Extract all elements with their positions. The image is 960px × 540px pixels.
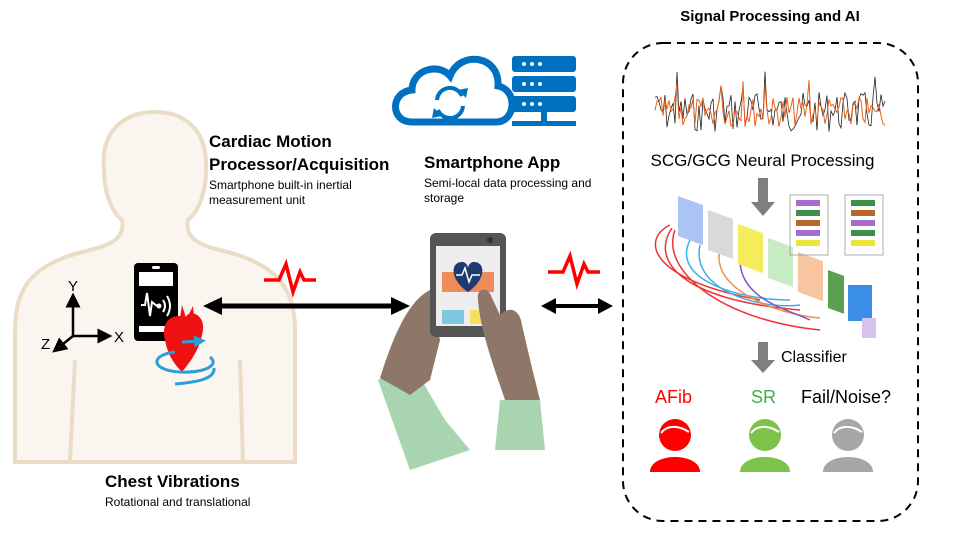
- person-icon-noise: [823, 419, 873, 472]
- smartphone-sensor-icon: [134, 263, 178, 341]
- neural-network-architecture-figure: [654, 194, 884, 338]
- axis-x-label: X: [114, 329, 125, 346]
- class-label-afib: AFib: [655, 387, 693, 407]
- hands-holding-phone: [378, 233, 545, 470]
- processing-title: Signal Processing and AI: [680, 8, 860, 25]
- chest-title: Chest Vibrations: [105, 472, 240, 491]
- chest-block: Chest Vibrations Rotational and translat…: [105, 470, 250, 510]
- chest-subtitle: Rotational and translational: [105, 495, 251, 509]
- class-label-sr: SR: [751, 387, 777, 407]
- scg-gcg-waveform: [654, 71, 886, 132]
- person-icon-afib: [650, 419, 700, 472]
- waveform-trace: [654, 80, 886, 128]
- app-subtitle-2: storage: [424, 191, 465, 205]
- app-subtitle-1: Semi-local data processing and: [424, 176, 592, 190]
- pulse-icon-2: [548, 250, 600, 291]
- acquisition-title-2: Processor/Acquisition: [209, 155, 390, 174]
- heart-icon: [155, 305, 216, 386]
- down-arrow-icon: [751, 178, 775, 216]
- pulse-icon: [264, 258, 316, 299]
- cloud-sync-icon: [392, 55, 516, 126]
- bidirectional-arrow-2: [541, 298, 613, 314]
- classifier-label: Classifier: [781, 349, 847, 366]
- app-title: Smartphone App: [424, 153, 561, 172]
- axis-y-label: Y: [68, 278, 79, 295]
- class-label-noise: Fail/Noise?: [801, 387, 892, 407]
- acquisition-subtitle-1: Smartphone built-in inertial: [209, 178, 352, 192]
- acquisition-subtitle-2: measurement unit: [209, 193, 306, 207]
- server-icon: [512, 56, 576, 126]
- down-arrow-icon-2: [751, 342, 775, 373]
- acquisition-block: Cardiac Motion Processor/Acquisition Sma…: [209, 130, 389, 208]
- axis-z-label: Z: [41, 336, 51, 353]
- app-block: Smartphone App Semi-local data processin…: [424, 151, 591, 206]
- acquisition-title-1: Cardiac Motion: [209, 132, 332, 151]
- signal-processing-panel: [622, 42, 919, 522]
- xyz-axes-icon: [52, 292, 113, 353]
- person-icon-sr: [740, 419, 790, 472]
- neural-processing-label: SCG/GCG Neural Processing: [650, 151, 875, 170]
